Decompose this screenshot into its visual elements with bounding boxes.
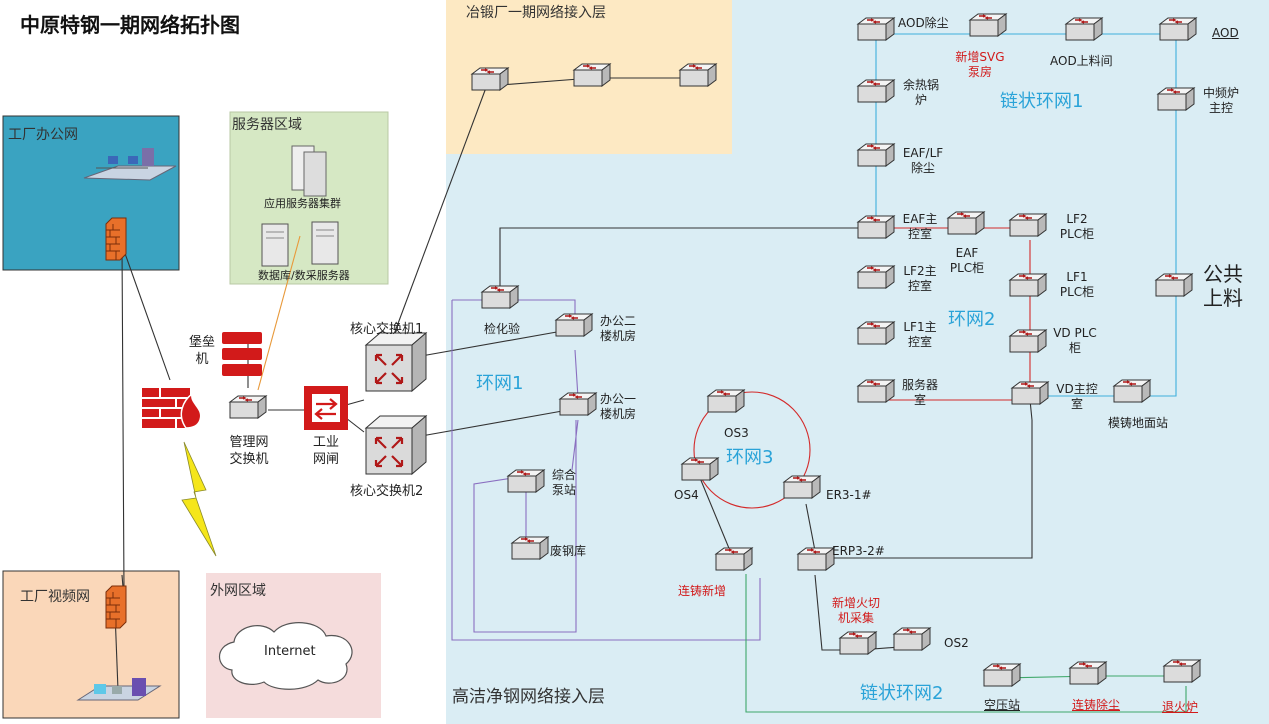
node-vd-plc-label: VD PLC 柜 [1053, 326, 1097, 355]
node-pump-label: 综合 泵站 [552, 468, 577, 497]
node-waste-heat-label: 余热锅 炉 [902, 78, 939, 107]
zone-label-clean-steel: 高洁净钢网络接入层 [452, 687, 605, 707]
node-office1-label: 办公一 楼机房 [600, 392, 637, 421]
node-eaf-lf-dust-label: EAF/LF 除尘 [902, 146, 944, 175]
node-aod-feed-label: AOD上料间 [1050, 54, 1113, 68]
node-lf2-main-label: LF2主 控室 [903, 264, 937, 293]
node-aod-label: AOD [1212, 26, 1239, 40]
zone-label-video: 工厂视频网 [20, 589, 90, 605]
zone-label-office: 工厂办公网 [8, 127, 78, 143]
ring-1-label: 环网1 [476, 373, 524, 394]
node-caster-dust-label: 连铸除尘 [1072, 698, 1121, 712]
internet-label: Internet [264, 644, 316, 659]
ring-3-label: 环网3 [726, 447, 774, 468]
db-server-label: 数据库/数采服务器 [258, 269, 350, 282]
node-eaf-plc-label: EAF PLC柜 [949, 246, 985, 275]
diagram-title: 中原特钢一期网络拓扑图 [20, 13, 240, 37]
mgmt-switch-label: 管理网 交换机 [229, 435, 269, 467]
node-lab-label: 检化验 [484, 322, 521, 336]
zone-label-internet: 外网区域 [210, 583, 266, 599]
node-caster-new-label: 连铸新增 [678, 584, 727, 598]
node-os4-label: OS4 [674, 488, 699, 502]
node-os2-label: OS2 [944, 636, 969, 650]
node-os3-label: OS3 [724, 426, 749, 440]
core-switch-2-label: 核心交换机2 [350, 484, 424, 499]
node-air-comp-label: 空压站 [984, 698, 1021, 712]
industrial-gateway-label: 工业 网闸 [312, 435, 339, 467]
node-public-feed-label: 公共 上料 [1203, 262, 1243, 310]
chain-ring-2-label: 链状环网2 [860, 683, 944, 704]
node-aod-dust-label: AOD除尘 [898, 16, 949, 30]
core-switch-1-label: 核心交换机1 [350, 322, 424, 337]
node-er3-1-label: ER3-1# [826, 488, 872, 502]
node-server-room-label: 服务器 室 [901, 378, 938, 407]
zone-label-forging: 冶锻厂一期网络接入层 [466, 5, 606, 21]
node-mold-station-label: 模铸地面站 [1108, 416, 1169, 430]
node-lf1-plc-label: LF1 PLC柜 [1059, 270, 1095, 299]
node-eaf-main-label: EAF主 控室 [902, 212, 938, 241]
node-new-fire-cut-label: 新增火切 机采集 [831, 596, 880, 625]
node-new-svg-label: 新增SVG 泵房 [955, 50, 1005, 79]
node-mid-freq-label: 中频炉 主控 [1202, 86, 1239, 115]
node-scrap-label: 废钢库 [550, 544, 587, 558]
app-server-cluster-label: 应用服务器集群 [264, 197, 341, 210]
ring-2-label: 环网2 [948, 309, 996, 330]
node-vd-main-label: VD主控 室 [1056, 382, 1098, 411]
node-office2-label: 办公二 楼机房 [600, 314, 637, 343]
node-lf1-main-label: LF1主 控室 [903, 320, 937, 349]
zone-label-server: 服务器区域 [232, 117, 302, 133]
bastion-host-label: 堡垒 机 [188, 335, 215, 367]
node-erp3-2-label: ERP3-2# [832, 544, 885, 558]
node-anneal-label: 退火炉 [1162, 700, 1199, 714]
node-lf2-plc-label: LF2 PLC柜 [1059, 212, 1095, 241]
chain-ring-1-label: 链状环网1 [1000, 91, 1084, 112]
